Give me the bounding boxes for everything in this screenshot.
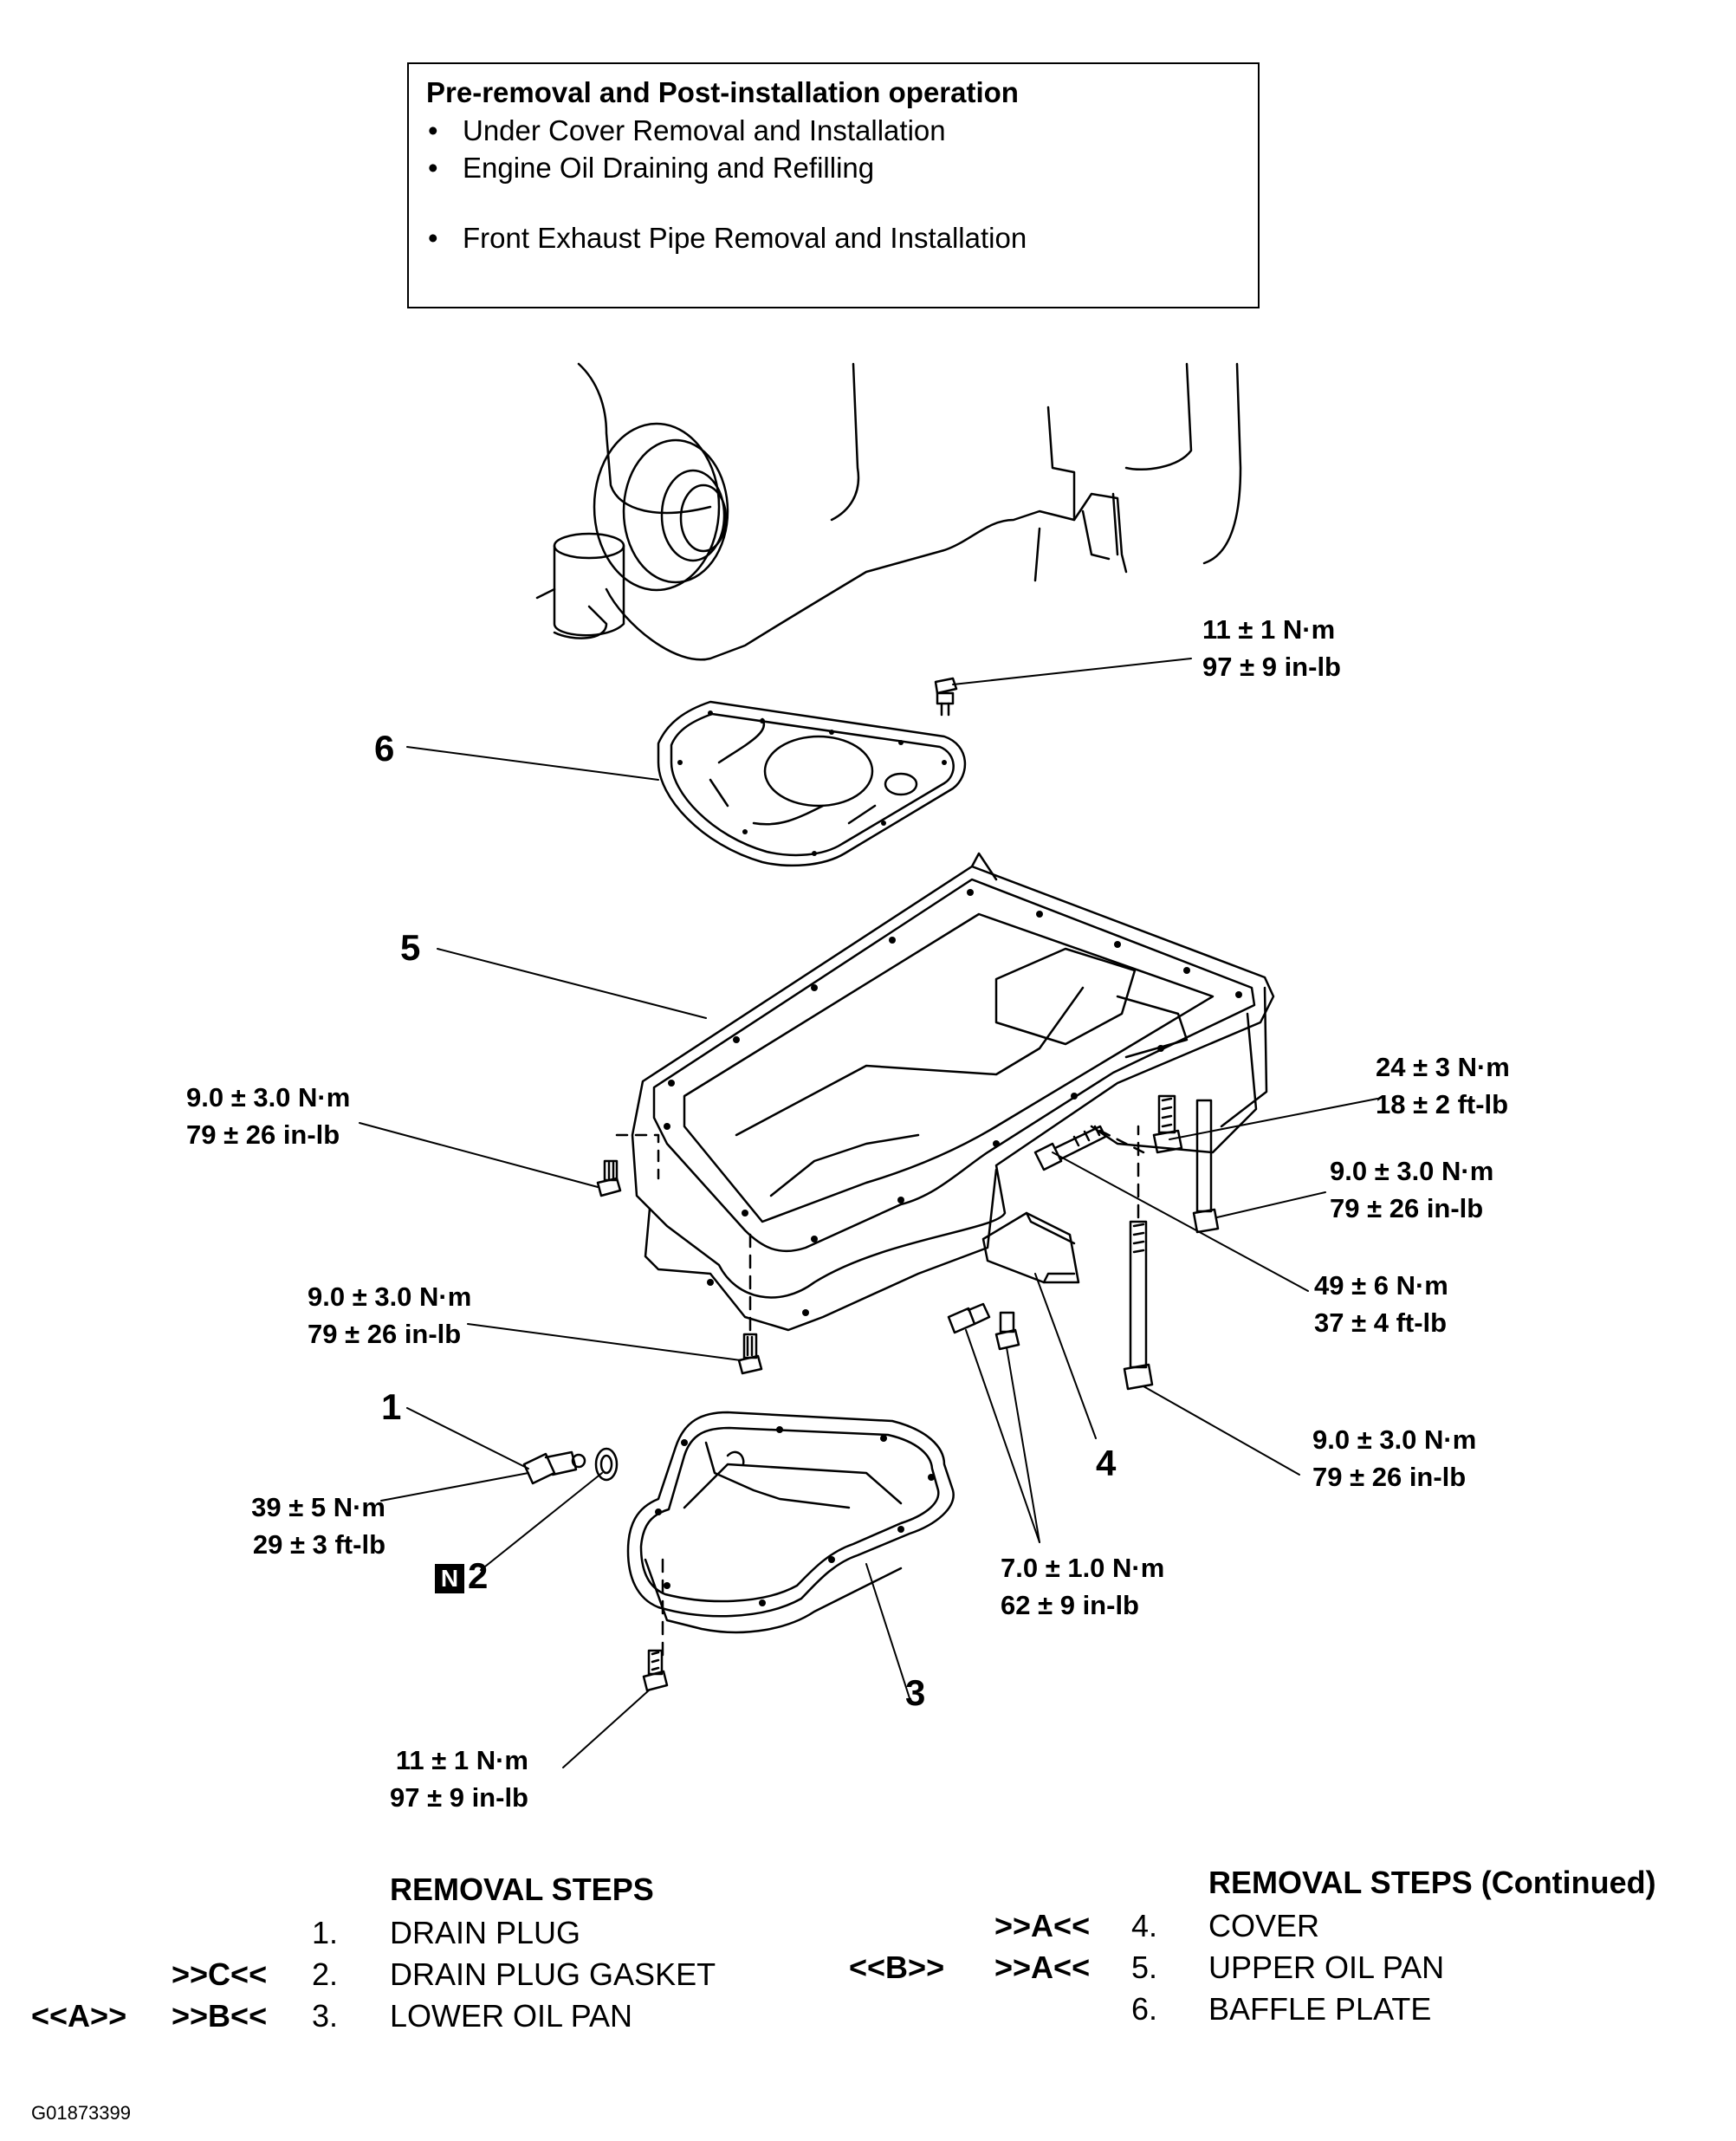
removal-steps-cont-title: REMOVAL STEPS (Continued)	[1208, 1865, 1656, 1900]
preop-item: •Front Exhaust Pipe Removal and Installa…	[428, 222, 1027, 254]
step-row: 1. DRAIN PLUG	[312, 1915, 581, 1950]
upper-pan-bottom-bolt	[737, 1333, 763, 1375]
preop-item: •Engine Oil Draining and Refilling	[428, 152, 875, 184]
torque-baffle-bolt: 11 ± 1 N·m 97 ± 9 in-lb	[1202, 614, 1341, 682]
callout-6: 6	[374, 728, 395, 769]
upper-oil-pan	[631, 852, 1275, 1332]
cover-bolt-right	[994, 1311, 1020, 1351]
cover	[981, 1211, 1080, 1284]
right-long-bolt	[1192, 1099, 1220, 1234]
right-stud-bolt	[1152, 1094, 1183, 1154]
torque-right-mid-bolt: 49 ± 6 N·m 37 ± 4 ft-lb	[1314, 1270, 1448, 1338]
step-row: <<A>> >>B<< 3. LOWER OIL PAN	[31, 1998, 633, 2034]
step-row: <<B>> >>A<< 5. UPPER OIL PAN	[849, 1950, 1445, 1985]
upper-pan-left-bolt	[596, 1159, 622, 1197]
figure-id: G01873399	[31, 2102, 131, 2124]
callout-1: 1	[381, 1386, 402, 1427]
preop-box: Pre-removal and Post-installation operat…	[407, 62, 1260, 308]
torque-drain-plug: 39 ± 5 N·m 29 ± 3 ft-lb	[251, 1492, 385, 1560]
drain-plug-gasket	[594, 1447, 619, 1482]
torque-right-long-bolt: 9.0 ± 3.0 N·m 79 ± 26 in-lb	[1330, 1156, 1494, 1223]
bullet-icon: •	[428, 152, 438, 184]
torque-upper-pan-left-bolt: 9.0 ± 3.0 N·m 79 ± 26 in-lb	[186, 1082, 351, 1150]
torque-right-low-bolt: 9.0 ± 3.0 N·m 79 ± 26 in-lb	[1312, 1424, 1477, 1492]
leader-lines	[359, 658, 1378, 1768]
torque-cover-bolts: 7.0 ± 1.0 N·m 62 ± 9 in-lb	[1001, 1553, 1165, 1620]
lower-pan-bolt	[642, 1649, 669, 1692]
removal-steps: REMOVAL STEPS 1. DRAIN PLUG >>C<< 2. DRA…	[0, 1865, 1736, 2088]
callout-2: 2	[468, 1555, 489, 1596]
preop-title: Pre-removal and Post-installation operat…	[426, 76, 1019, 108]
right-low-bolt	[1123, 1220, 1154, 1391]
callout-5: 5	[400, 927, 421, 968]
removal-steps-title: REMOVAL STEPS	[390, 1872, 654, 1907]
new-part-badge: N	[435, 1564, 464, 1593]
bullet-icon: •	[428, 114, 438, 146]
baffle-bolt	[934, 677, 958, 717]
bullet-icon: •	[428, 222, 438, 254]
lower-oil-pan	[626, 1411, 955, 1634]
torque-lower-pan-bolt: 11 ± 1 N·m 97 ± 9 in-lb	[390, 1745, 528, 1813]
step-row: >>A<< 4. COVER	[994, 1908, 1320, 1943]
cover-bolt-left	[947, 1302, 991, 1334]
preop-item: •Under Cover Removal and Installation	[428, 114, 946, 146]
baffle-plate	[657, 700, 967, 867]
callout-4: 4	[1096, 1443, 1117, 1483]
engine-block	[535, 362, 1242, 661]
torque-upper-pan-bottom-bolt: 9.0 ± 3.0 N·m 79 ± 26 in-lb	[308, 1281, 472, 1349]
step-row: 6. BAFFLE PLATE	[1131, 1991, 1432, 2027]
drain-plug	[522, 1450, 586, 1485]
torque-right-stud-bolt: 24 ± 3 N·m 18 ± 2 ft-lb	[1376, 1052, 1510, 1119]
callout-3: 3	[905, 1672, 926, 1713]
step-row: >>C<< 2. DRAIN PLUG GASKET	[172, 1956, 716, 1992]
